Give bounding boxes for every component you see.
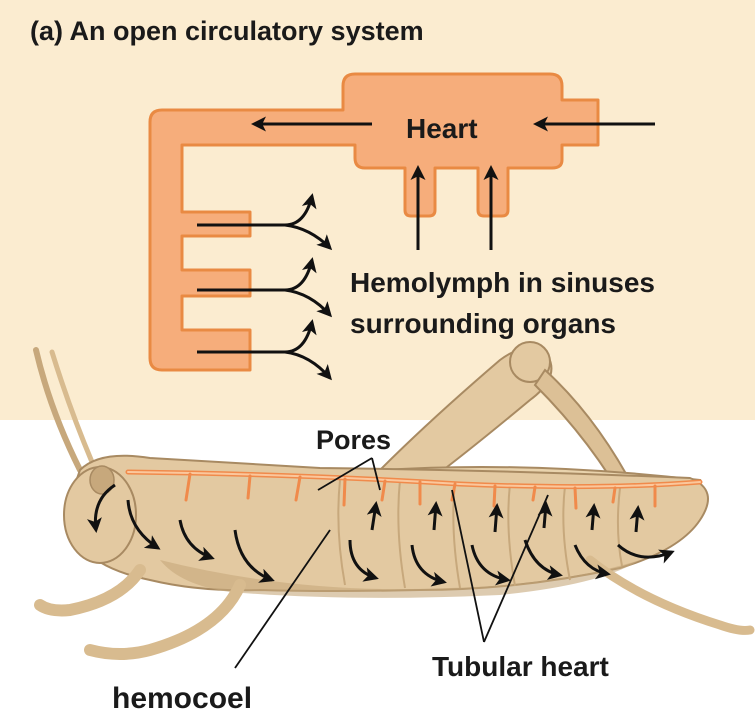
- hemolymph-label-line2: surrounding organs: [350, 308, 616, 339]
- top-panel-background: [0, 0, 755, 420]
- heart-label: Heart: [406, 113, 478, 144]
- hemolymph-label-line1: Hemolymph in sinuses: [350, 267, 655, 298]
- hemocoel-label: hemocoel: [112, 682, 252, 715]
- pores-label: Pores: [316, 425, 391, 455]
- figure-title: (a) An open circulatory system: [30, 16, 424, 46]
- tubular-heart-label: Tubular heart: [432, 651, 609, 682]
